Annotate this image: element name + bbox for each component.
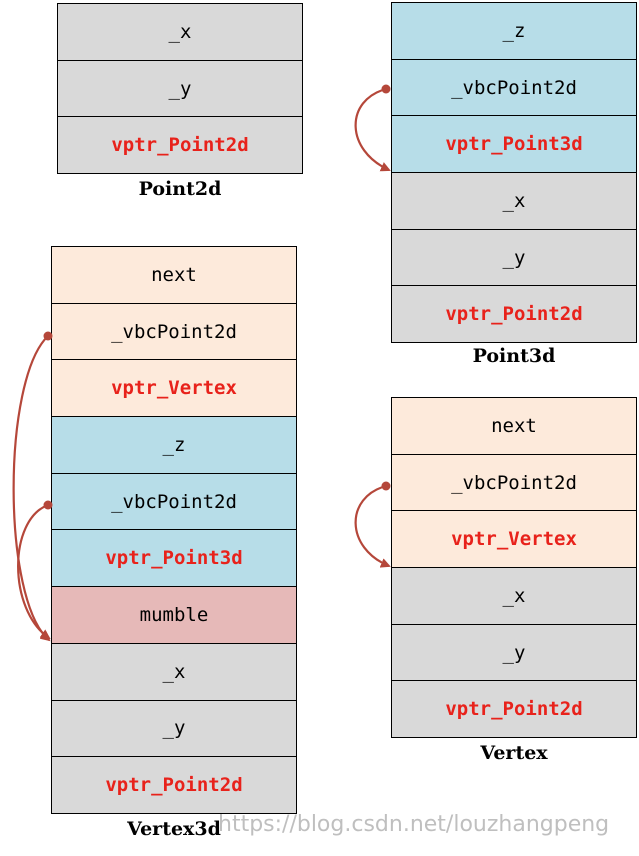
point3d-vptr-point2d: vptr_Point2d [392,286,636,344]
vertex-field-next: next [392,398,636,455]
point2d-caption: Point2d [138,178,222,200]
vertex3d-field-y: _y [52,700,296,758]
vertex-vptr-point2d: vptr_Point2d [392,681,636,739]
vertex-field-x: _x [392,568,636,625]
point3d-layout: _z _vbcPoint2d vptr_Point3d _x _y vptr_P… [391,2,637,344]
vertex3d-caption: Vertex3d [127,818,221,840]
vertex-caption: Vertex [480,742,548,764]
point3d-caption: Point3d [472,345,556,367]
vertex3d-vptr-point2d: vptr_Point2d [52,757,296,814]
watermark-url: https://blog.csdn.net/louzhangpeng [218,812,610,837]
vertex3d-vbc-point2d-point3d: _vbcPoint2d [52,473,296,531]
vertex3d-field-z: _z [52,417,296,474]
point3d-vbc-arrow [354,84,391,172]
vertex3d-vbc-vertex-arrow [12,331,53,642]
point2d-vptr-point2d: vptr_Point2d [58,117,302,175]
point3d-field-z: _z [392,3,636,60]
vertex-vbc-point2d: _vbcPoint2d [392,454,636,512]
point2d-field-x: _x [58,4,302,61]
vertex3d-vbc-point2d-vertex: _vbcPoint2d [52,303,296,361]
vertex3d-vbc-vertex-arrow-path [12,335,51,642]
vertex3d-vbc-point3d-arrow-path [17,503,51,640]
vertex-vbc-arrow-path [354,484,391,568]
point2d-field-y: _y [58,60,302,118]
point3d-field-x: _x [392,173,636,230]
point3d-field-y: _y [392,229,636,287]
vertex3d-vptr-point3d: vptr_Point3d [52,530,296,588]
vertex3d-field-x: _x [52,643,296,701]
vertex-vptr-vertex: vptr_Vertex [392,511,636,569]
point3d-vbc-arrow-path [354,87,391,172]
vertex3d-vbc-point3d-arrow [17,500,53,640]
vertex-vbc-arrow [354,481,391,568]
vertex3d-field-mumble: mumble [52,587,296,644]
vertex3d-field-next: next [52,247,296,304]
point3d-vbc-point2d: _vbcPoint2d [392,59,636,117]
vertex-layout: next _vbcPoint2d vptr_Vertex _x _y vptr_… [391,397,637,739]
point2d-layout: _x _y vptr_Point2d [57,3,303,175]
vertex3d-vptr-vertex: vptr_Vertex [52,360,296,418]
vertex3d-layout: next _vbcPoint2d vptr_Vertex _z _vbcPoin… [51,246,297,814]
vertex-field-y: _y [392,624,636,682]
point3d-vptr-point3d: vptr_Point3d [392,116,636,174]
